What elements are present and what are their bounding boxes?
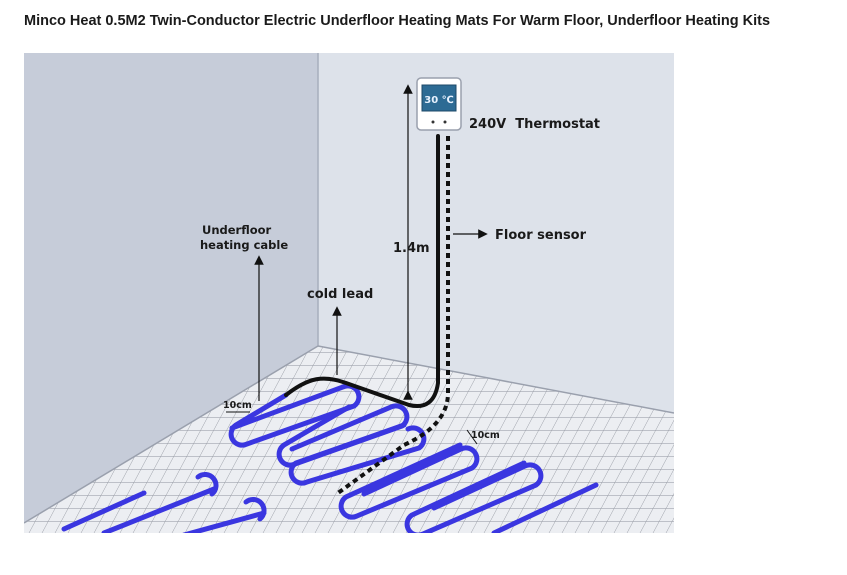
heating-cable-label-line1: Underfloor — [202, 223, 272, 237]
floor-edge-left — [24, 345, 319, 524]
page-title: Minco Heat 0.5M2 Twin-Conductor Electric… — [24, 13, 771, 29]
floor-sensor-wire — [336, 136, 450, 495]
floor-sensor-label: Floor sensor — [495, 228, 587, 243]
floor-grid — [24, 346, 674, 533]
cold-lead — [284, 134, 440, 408]
floor-edge-back — [317, 345, 674, 414]
thermostat-label: 240V Thermostat — [469, 117, 600, 132]
heating-cable-label-line2: heating cable — [200, 238, 288, 252]
spacing-label-right: 10cm — [471, 430, 500, 441]
spacing-label-left: 10cm — [223, 400, 252, 411]
heating-mat-diagram: 30 ℃ 1.4m Floor sensor 240V Thermostat U… — [24, 53, 674, 533]
cold-lead-label: cold lead — [307, 287, 373, 302]
left-wall — [24, 53, 318, 523]
thermostat-display: 30 ℃ — [424, 95, 454, 106]
heating-cable — [61, 383, 599, 533]
height-label: 1.4m — [393, 241, 430, 256]
spacing-mark-right — [466, 429, 478, 445]
thermostat: 30 ℃ — [416, 77, 462, 131]
